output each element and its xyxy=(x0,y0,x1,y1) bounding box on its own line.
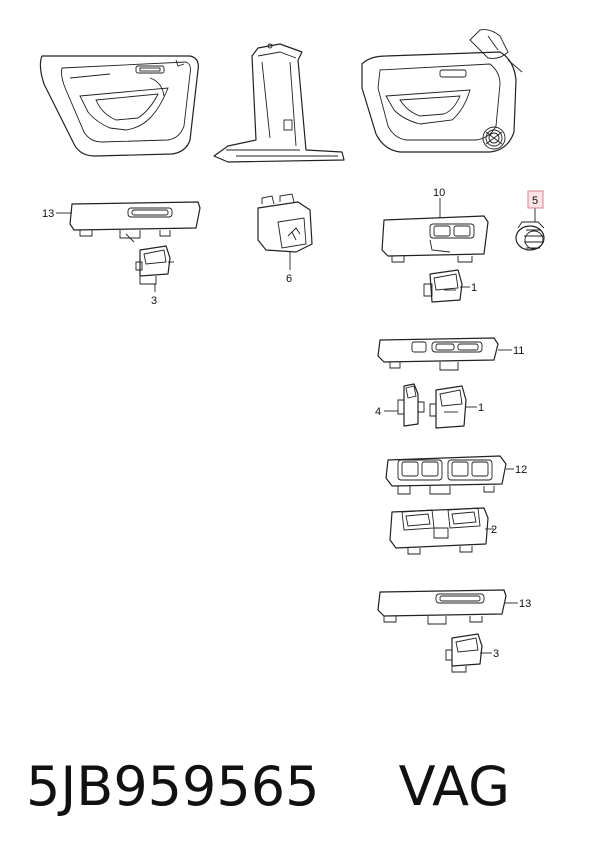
highlight-box-5 xyxy=(527,190,544,209)
part-12-illustration xyxy=(385,455,507,495)
part-3-lower-illustration xyxy=(445,633,483,673)
callout-1-middle: 1 xyxy=(478,402,484,414)
callout-2: 2 xyxy=(491,524,497,536)
callout-12: 12 xyxy=(515,464,527,476)
part-13-lower-illustration xyxy=(377,589,507,625)
rear-door-panel-illustration xyxy=(39,55,199,157)
callout-5: 5 xyxy=(532,195,538,207)
callout-4: 4 xyxy=(375,406,381,418)
brand-name: VAG xyxy=(398,755,510,818)
pillar-trim-illustration xyxy=(213,43,345,163)
part-6-illustration xyxy=(257,193,313,253)
front-door-panel-illustration xyxy=(361,29,523,153)
part-number: 5JB959565 xyxy=(26,755,320,818)
part-13-upper-illustration xyxy=(69,201,201,243)
callout-13-lower: 13 xyxy=(519,598,531,610)
callout-1-upper: 1 xyxy=(471,282,477,294)
part-1-upper-illustration xyxy=(423,269,463,303)
part-10-illustration xyxy=(381,215,489,263)
callout-10: 10 xyxy=(433,187,445,199)
part-3-upper-illustration xyxy=(135,245,174,285)
part-5-illustration xyxy=(515,221,545,251)
callout-13-upper: 13 xyxy=(42,208,54,220)
callout-6: 6 xyxy=(286,273,292,285)
callout-3-upper: 3 xyxy=(151,295,157,307)
part-11-illustration xyxy=(377,337,499,371)
part-2-illustration xyxy=(389,507,489,555)
part-1-middle-illustration xyxy=(429,385,467,429)
part-4-illustration xyxy=(397,383,425,427)
callout-3-lower: 3 xyxy=(493,648,499,660)
callout-11: 11 xyxy=(513,345,524,357)
part-info-footer: 5JB959565 VAG xyxy=(26,742,586,832)
